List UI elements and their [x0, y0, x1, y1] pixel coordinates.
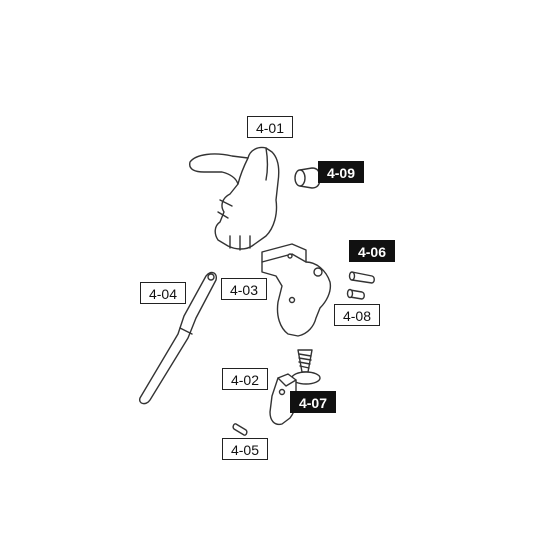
label-4-09: 4-09 [318, 161, 364, 183]
label-4-07: 4-07 [290, 391, 336, 413]
part-4-01-lever [189, 146, 280, 251]
part-4-06-pin [348, 271, 375, 284]
label-4-04: 4-04 [140, 282, 186, 304]
part-4-03-plate [261, 243, 332, 337]
part-4-04-rod [138, 271, 218, 405]
label-4-06: 4-06 [349, 240, 395, 262]
part-4-05-spring [232, 423, 248, 436]
part-4-08-pin [346, 288, 365, 300]
label-4-01: 4-01 [247, 116, 293, 138]
label-4-05: 4-05 [222, 438, 268, 460]
label-4-02: 4-02 [222, 368, 268, 390]
part-4-07-screw [291, 349, 321, 385]
part-4-09-bushing [294, 167, 321, 189]
label-4-03: 4-03 [221, 278, 267, 300]
label-4-08: 4-08 [334, 304, 380, 326]
